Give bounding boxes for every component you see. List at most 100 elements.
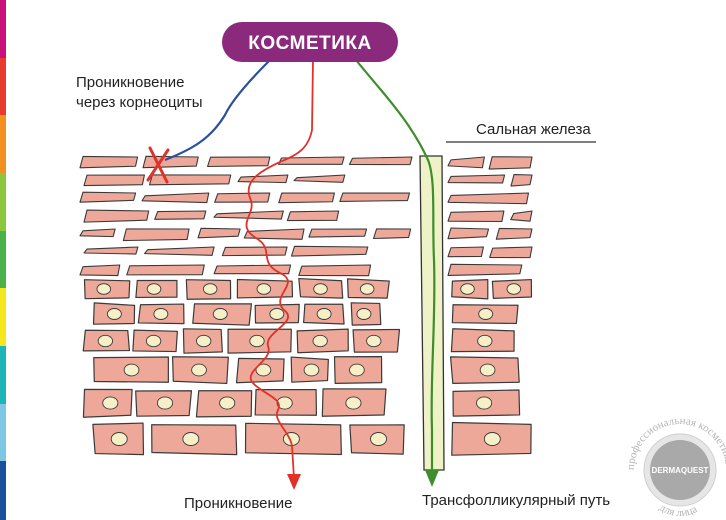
corneocyte-cell <box>148 174 232 186</box>
corneocyte-cell <box>495 227 533 240</box>
corneocyte-cell <box>154 210 207 220</box>
color-stripe-segment <box>0 288 6 347</box>
watermark-seal: DERMAQUEST профессиональная косметика дл… <box>625 415 726 519</box>
corneocyte-cell <box>510 173 533 187</box>
corneocyte-cell <box>207 156 271 168</box>
corneocyte-cell <box>447 192 530 205</box>
follicle-shape <box>419 155 445 471</box>
cell-nucleus <box>191 363 207 377</box>
corneocyte-cell <box>447 156 485 169</box>
corneocyte-cell <box>83 209 150 223</box>
cell-nucleus <box>97 334 114 348</box>
title-badge: КОСМЕТИКА <box>222 22 398 62</box>
corneocyte-cell <box>144 246 215 256</box>
corneocyte-cell <box>79 191 137 203</box>
cell-nucleus <box>345 396 362 410</box>
cell-nucleus <box>269 308 285 320</box>
corneocyte-cell <box>290 245 369 257</box>
color-stripe-segment <box>0 57 6 117</box>
cell-nucleus <box>477 334 493 348</box>
corneocyte-cell <box>510 210 533 222</box>
color-stripe-segment <box>0 461 6 520</box>
cell-nucleus <box>506 283 522 295</box>
corneocyte-cell <box>447 227 490 240</box>
sebaceous-gland <box>419 155 445 471</box>
path-transfollicular <box>355 59 436 474</box>
color-stripe-segment <box>0 346 6 405</box>
corneocyte-cell <box>79 228 116 238</box>
corneocyte-cell <box>293 174 346 183</box>
path-intercellular <box>245 59 314 479</box>
label-sebaceous-gland: Сальная железа <box>476 121 591 138</box>
cell-nucleus <box>96 283 112 295</box>
cell-nucleus <box>366 334 382 348</box>
cell-nucleus <box>303 363 320 377</box>
cell-nucleus <box>102 396 119 410</box>
label-transfollicular: Трансфолликулярный путь <box>422 492 610 509</box>
cell-nucleus <box>255 363 272 377</box>
corneocyte-cell <box>447 263 523 277</box>
title-text: КОСМЕТИКА <box>248 33 371 54</box>
cell-nucleus <box>146 283 162 295</box>
label-through-corneocytes-line1: Проникновение <box>76 74 184 91</box>
cell-nucleus <box>276 396 293 410</box>
corneocyte-cell <box>447 246 484 258</box>
corneocyte-cell <box>489 246 533 259</box>
corneocyte-cell <box>447 210 505 223</box>
corneocyte-cell <box>122 228 190 242</box>
watermark-logo-text: DERMAQUEST <box>652 466 709 475</box>
cell-nucleus <box>356 308 372 320</box>
penetration-paths <box>164 59 439 490</box>
corneocyte-cell <box>83 174 145 187</box>
cell-nucleus <box>256 283 272 295</box>
cell-nucleus <box>106 308 122 320</box>
corneocyte-cell <box>79 155 139 169</box>
corneocyte-cell <box>348 156 413 166</box>
cell-nucleus <box>249 334 265 348</box>
cell-nucleus <box>110 432 128 446</box>
corneocyte-cell <box>79 264 121 277</box>
cell-nucleus <box>370 432 387 446</box>
cell-nucleus <box>349 363 365 377</box>
cell-nucleus <box>476 396 493 410</box>
corneocyte-cell <box>214 192 271 203</box>
cell-nucleus <box>212 308 228 320</box>
cross-stroke <box>146 148 170 182</box>
color-stripe-segment <box>0 173 6 232</box>
path-through-corneocytes <box>164 59 271 162</box>
corneocyte-cell <box>197 227 241 239</box>
cell-nucleus <box>313 283 328 295</box>
skin-cells <box>79 155 533 456</box>
cell-nucleus <box>316 308 332 320</box>
cell-nucleus <box>196 334 212 348</box>
title-badge-background <box>222 22 398 62</box>
corneocyte-cell <box>447 174 506 184</box>
cell-nucleus <box>182 432 200 446</box>
cell-nucleus <box>156 396 174 410</box>
corneocyte-cell <box>373 228 412 240</box>
cell-nucleus <box>460 283 475 295</box>
label-penetration: Проникновение <box>184 495 292 512</box>
corneocyte-cell <box>83 246 139 255</box>
cell-nucleus <box>478 308 494 320</box>
cell-nucleus <box>145 334 162 348</box>
blocked-cross-icon <box>146 146 170 184</box>
corneocyte-cell <box>488 156 533 170</box>
color-stripe-segment <box>0 115 6 174</box>
color-stripe-segment <box>0 230 6 290</box>
corneocyte-cell <box>221 246 288 257</box>
corneocyte-cell <box>141 192 210 204</box>
corneocyte-cell <box>278 192 335 204</box>
corneocyte-cell <box>286 210 340 222</box>
cell-nucleus <box>312 334 328 348</box>
color-stripe-segment <box>0 403 6 463</box>
arrowhead-green <box>425 470 439 487</box>
arrowhead-red <box>287 474 301 490</box>
watermark-inner-circle <box>650 440 710 500</box>
color-stripe-bar <box>0 0 6 520</box>
color-stripe-segment <box>0 0 6 59</box>
corneocyte-cell <box>237 174 289 184</box>
cell-nucleus <box>479 363 496 377</box>
cell-nucleus <box>359 283 375 295</box>
